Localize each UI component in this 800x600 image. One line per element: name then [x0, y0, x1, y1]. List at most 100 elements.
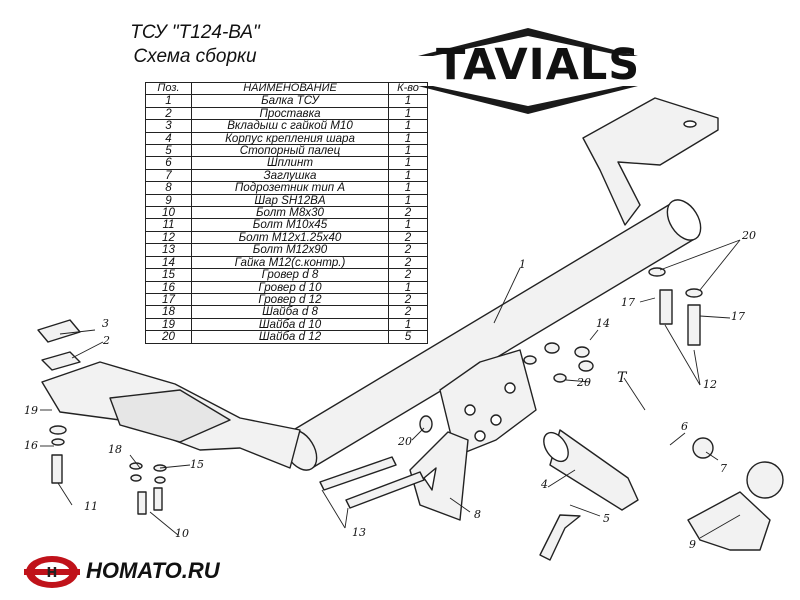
svg-text:H: H — [47, 566, 58, 581]
cell-qty: 2 — [388, 268, 428, 282]
cell-qty: 1 — [388, 168, 428, 183]
callout-20c: 20 — [398, 435, 412, 448]
callout-2: 2 — [103, 334, 110, 347]
cell-qty: 2 — [388, 230, 428, 245]
cell-qty: 1 — [388, 119, 428, 133]
callout-16: 16 — [24, 439, 38, 452]
callout-14: 14 — [596, 317, 610, 330]
right-bracket — [582, 97, 719, 226]
callout-11: 11 — [84, 500, 98, 513]
cell-qty: 1 — [388, 106, 428, 121]
cell-name: Балка ТСУ — [191, 94, 389, 108]
cell-qty: 2 — [388, 292, 428, 307]
bolt-12b — [687, 304, 701, 346]
cell-qty: 1 — [388, 94, 428, 108]
callout-17a: 17 — [621, 296, 635, 309]
callout-7: 7 — [720, 462, 727, 475]
callout-9: 9 — [689, 538, 696, 551]
cell-qty: 1 — [388, 144, 428, 158]
cell-pos: 20 — [145, 330, 192, 344]
cell-pos: 2 — [145, 106, 192, 121]
bolt-12a — [659, 289, 673, 325]
cell-qty: 2 — [388, 255, 428, 270]
spacer-2 — [41, 351, 81, 371]
cell-pos: 11 — [145, 218, 192, 232]
cell-pos: 18 — [145, 305, 192, 319]
brand-text: HOMATO.RU — [86, 558, 220, 583]
callout-6: 6 — [681, 420, 688, 433]
ball-mount-body — [549, 429, 639, 511]
callout-T: T — [617, 370, 627, 386]
callout-19: 19 — [24, 404, 38, 417]
bolt-10a — [137, 491, 147, 515]
cell-qty: 1 — [388, 181, 428, 195]
cell-name: Гровер d 12 — [191, 292, 389, 307]
cell-qty: 1 — [388, 131, 428, 146]
callout-3: 3 — [102, 317, 109, 330]
diagram-subtitle: Схема сборки — [133, 46, 257, 67]
cell-pos: 19 — [145, 317, 192, 332]
cell-qty: 2 — [388, 206, 428, 220]
parts-table-header: Поз. НАИМЕНОВАНИЕ К-во — [145, 81, 428, 96]
header-qty: К-во — [388, 81, 428, 96]
cell-name: Шар SH12BA — [191, 193, 389, 208]
callout-13: 13 — [352, 526, 366, 539]
callout-20a: 20 — [742, 229, 756, 242]
callout-12: 12 — [703, 378, 717, 391]
tow-ball — [746, 461, 784, 499]
cell-name: Гровер d 10 — [191, 280, 389, 294]
header-name: НАИМЕНОВАНИЕ — [191, 81, 389, 96]
cell-name: Болт М12х1.25х40 — [191, 230, 389, 245]
cell-name: Гровер d 8 — [191, 268, 389, 282]
cell-qty: 2 — [388, 243, 428, 257]
socket-bracket — [409, 431, 469, 521]
lock-pin — [539, 514, 581, 561]
cell-qty: 2 — [388, 305, 428, 319]
logo-text: TAVIALS — [436, 40, 641, 90]
callout-1: 1 — [519, 258, 526, 271]
bolt-10b — [153, 487, 163, 511]
cell-qty: 1 — [388, 193, 428, 208]
cell-qty: 5 — [388, 330, 428, 344]
bolt-13a — [319, 456, 397, 491]
callout-17b: 17 — [731, 310, 745, 323]
cell-name: Шайба d 8 — [191, 305, 389, 319]
cell-qty: 1 — [388, 156, 428, 170]
header-pos: Поз. — [145, 81, 192, 96]
cell-qty: 1 — [388, 317, 428, 332]
callout-18: 18 — [108, 443, 122, 456]
bolt-11 — [51, 454, 63, 484]
callout-8: 8 — [474, 508, 481, 521]
callout-4: 4 — [541, 478, 548, 491]
insert-3 — [37, 319, 81, 343]
cell-qty: 1 — [388, 218, 428, 232]
cell-name: Вкладыш с гайкой М10 — [191, 119, 389, 133]
callout-15: 15 — [190, 458, 204, 471]
callout-10: 10 — [175, 527, 189, 540]
bolt-13b — [345, 471, 425, 509]
homato-logo-icon: H — [24, 556, 80, 588]
logo-swoosh — [418, 28, 638, 114]
callout-5: 5 — [603, 512, 610, 525]
